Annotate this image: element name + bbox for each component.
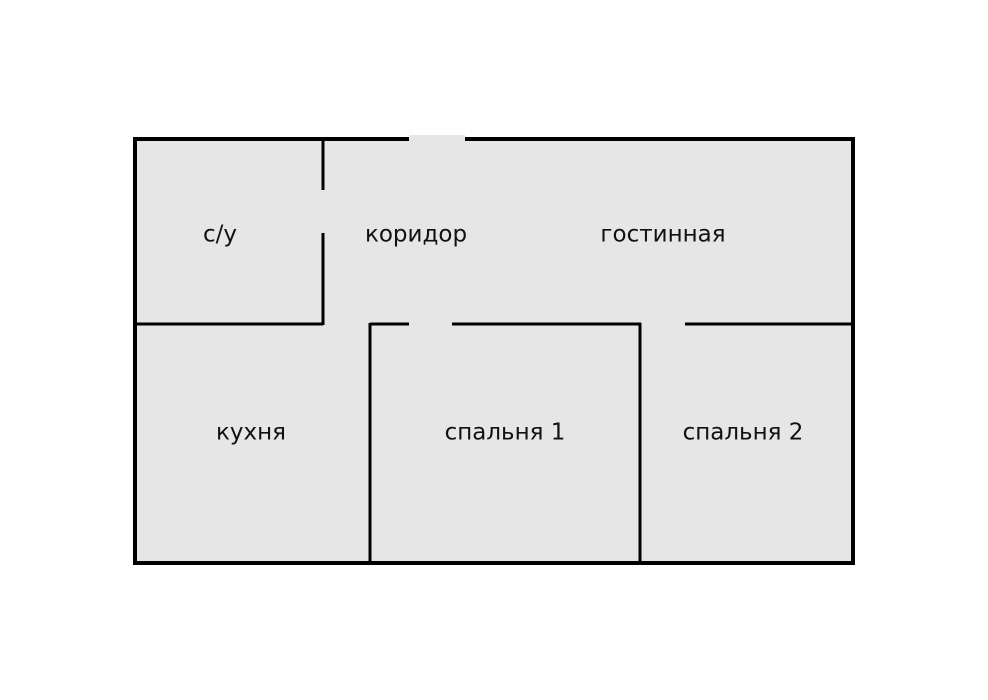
room-label-corridor: коридор bbox=[365, 222, 467, 248]
entrance-door-opening bbox=[409, 135, 465, 143]
exterior-walls bbox=[133, 137, 855, 565]
room-label-bathroom: с/у bbox=[203, 222, 237, 248]
room-label-kitchen: кухня bbox=[216, 420, 286, 446]
interior-walls bbox=[135, 139, 853, 563]
room-label-bedroom-2: спальня 2 bbox=[683, 420, 804, 446]
floor-area bbox=[135, 139, 853, 563]
room-label-bedroom-1: спальня 1 bbox=[445, 420, 566, 446]
room-label-living-room: гостинная bbox=[600, 222, 725, 248]
